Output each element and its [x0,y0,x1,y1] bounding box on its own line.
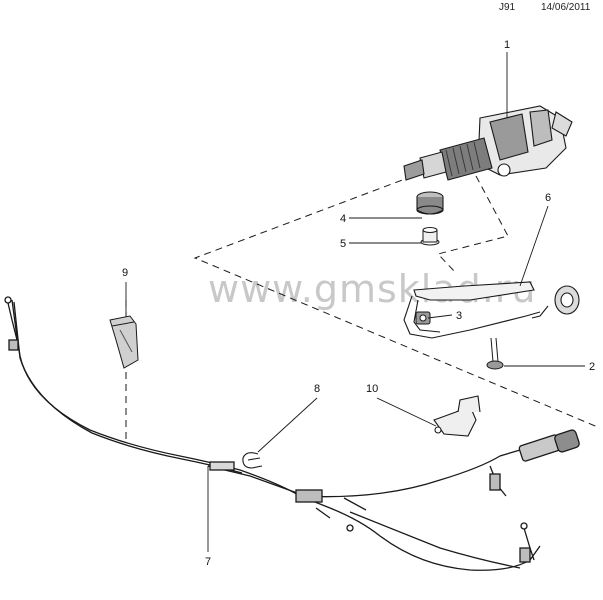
leader-lines [125,52,585,552]
callout-3: 3 [456,310,462,322]
callout-1: 1 [504,39,510,51]
bushing-cap-icon [416,191,444,215]
diagram-code: J91 [499,2,516,13]
callout-5: 5 [340,238,346,250]
cable-assembly-icon [4,296,580,571]
callout-9: 9 [122,267,128,279]
diagram-date: 14/06/2011 [541,2,591,13]
bushing-sleeve-icon [420,227,440,246]
shifter-lever-assembly-icon [403,105,573,181]
clip-nut-icon [415,311,431,325]
mounting-bracket-icon [403,281,580,339]
cable-bracket-icon [433,395,481,437]
callout-10: 10 [366,383,378,395]
retaining-clip-icon [242,452,263,469]
cable-guide-icon [109,315,139,369]
callout-labels: 1 2 3 4 5 6 7 8 9 10 [122,39,595,568]
mounting-bolt-icon [486,337,504,370]
callout-4: 4 [340,213,346,225]
callout-8: 8 [314,383,320,395]
callout-2: 2 [589,361,595,373]
callout-6: 6 [545,192,551,204]
assembly-outline [125,175,601,440]
callout-7: 7 [205,556,211,568]
